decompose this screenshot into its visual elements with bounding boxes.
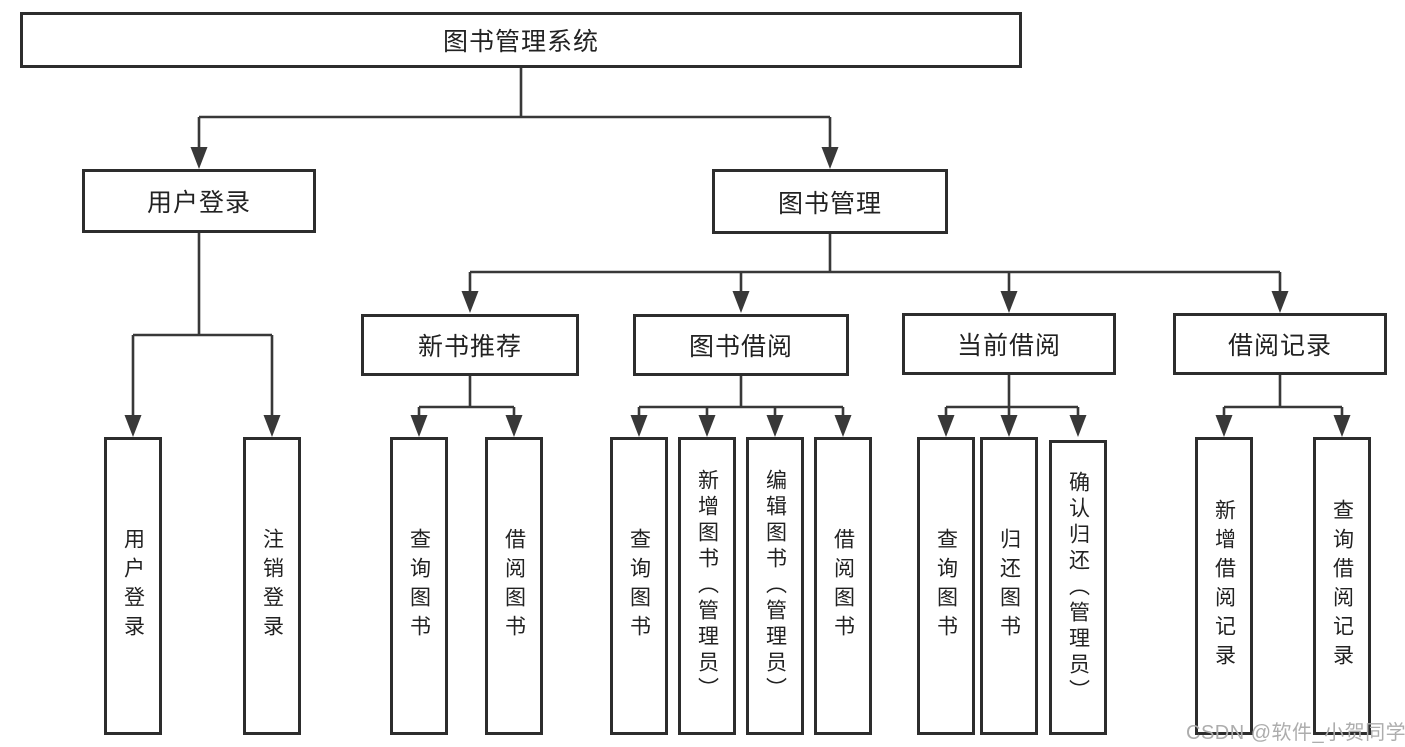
leaf-query-borrow-record: 查询借阅记录 bbox=[1313, 437, 1371, 735]
leaf-add-borrow-record: 新增借阅记录 bbox=[1195, 437, 1253, 735]
group-label: 当前借阅 bbox=[956, 332, 1061, 360]
leaf-label: 查询图书 bbox=[407, 528, 431, 644]
leaf-label: 注销登录 bbox=[260, 528, 284, 644]
node-current-borrowing: 当前借阅 bbox=[902, 313, 1116, 375]
root-label: 图书管理系统 bbox=[442, 28, 599, 56]
leaf-query-books-3: 查询图书 bbox=[917, 437, 975, 735]
leaf-label: 借阅图书 bbox=[831, 528, 855, 644]
branch-label: 用户登录 bbox=[146, 189, 251, 217]
leaf-label: 用户登录 bbox=[121, 528, 145, 644]
leaf-logout: 注销登录 bbox=[243, 437, 301, 735]
leaf-label: 新增图书（管理员） bbox=[695, 469, 719, 703]
leaf-edit-book-admin: 编辑图书（管理员） bbox=[746, 437, 804, 735]
node-user-login: 用户登录 bbox=[82, 169, 316, 233]
watermark-text: CSDN @软件_小贺同学 bbox=[1186, 722, 1405, 744]
leaf-label: 查询图书 bbox=[627, 528, 651, 644]
group-label: 新书推荐 bbox=[417, 333, 522, 361]
leaf-confirm-return-admin: 确认归还（管理员） bbox=[1049, 440, 1107, 735]
leaf-label: 确认归还（管理员） bbox=[1066, 470, 1090, 705]
leaf-query-books-1: 查询图书 bbox=[390, 437, 448, 735]
leaf-add-book-admin: 新增图书（管理员） bbox=[678, 437, 736, 735]
leaf-query-books-2: 查询图书 bbox=[610, 437, 668, 735]
group-label: 借阅记录 bbox=[1227, 332, 1332, 360]
leaf-label: 借阅图书 bbox=[502, 528, 526, 644]
group-label: 图书借阅 bbox=[688, 333, 793, 361]
leaf-borrow-books-2: 借阅图书 bbox=[814, 437, 872, 735]
node-new-book-recommendation: 新书推荐 bbox=[361, 314, 579, 376]
leaf-label: 新增借阅记录 bbox=[1212, 499, 1236, 673]
leaf-return-book: 归还图书 bbox=[980, 437, 1038, 735]
node-library-management-system: 图书管理系统 bbox=[20, 12, 1022, 68]
node-book-management: 图书管理 bbox=[712, 169, 948, 234]
leaf-user-login: 用户登录 bbox=[104, 437, 162, 735]
leaf-label: 查询图书 bbox=[934, 528, 958, 644]
leaf-borrow-books-1: 借阅图书 bbox=[485, 437, 543, 735]
leaf-label: 查询借阅记录 bbox=[1330, 499, 1354, 673]
leaf-label: 归还图书 bbox=[997, 528, 1021, 644]
node-book-borrowing: 图书借阅 bbox=[633, 314, 849, 376]
leaf-label: 编辑图书（管理员） bbox=[763, 469, 787, 703]
node-borrowing-records: 借阅记录 bbox=[1173, 313, 1387, 375]
branch-label: 图书管理 bbox=[777, 189, 882, 218]
